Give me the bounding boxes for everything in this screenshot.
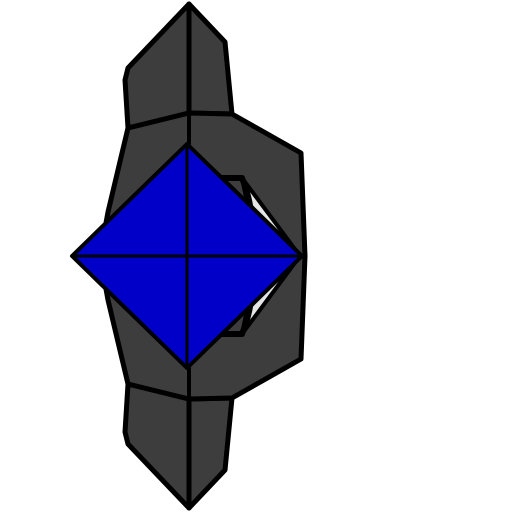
- top-fin-right-panel: [186, 1, 235, 117]
- bottom-fin: [122, 381, 235, 511]
- top-fin: [122, 1, 235, 131]
- bottom-fin-left-panel: [122, 381, 192, 511]
- bottom-fin-right-panel: [186, 395, 235, 511]
- top-fin-left-panel: [122, 1, 192, 131]
